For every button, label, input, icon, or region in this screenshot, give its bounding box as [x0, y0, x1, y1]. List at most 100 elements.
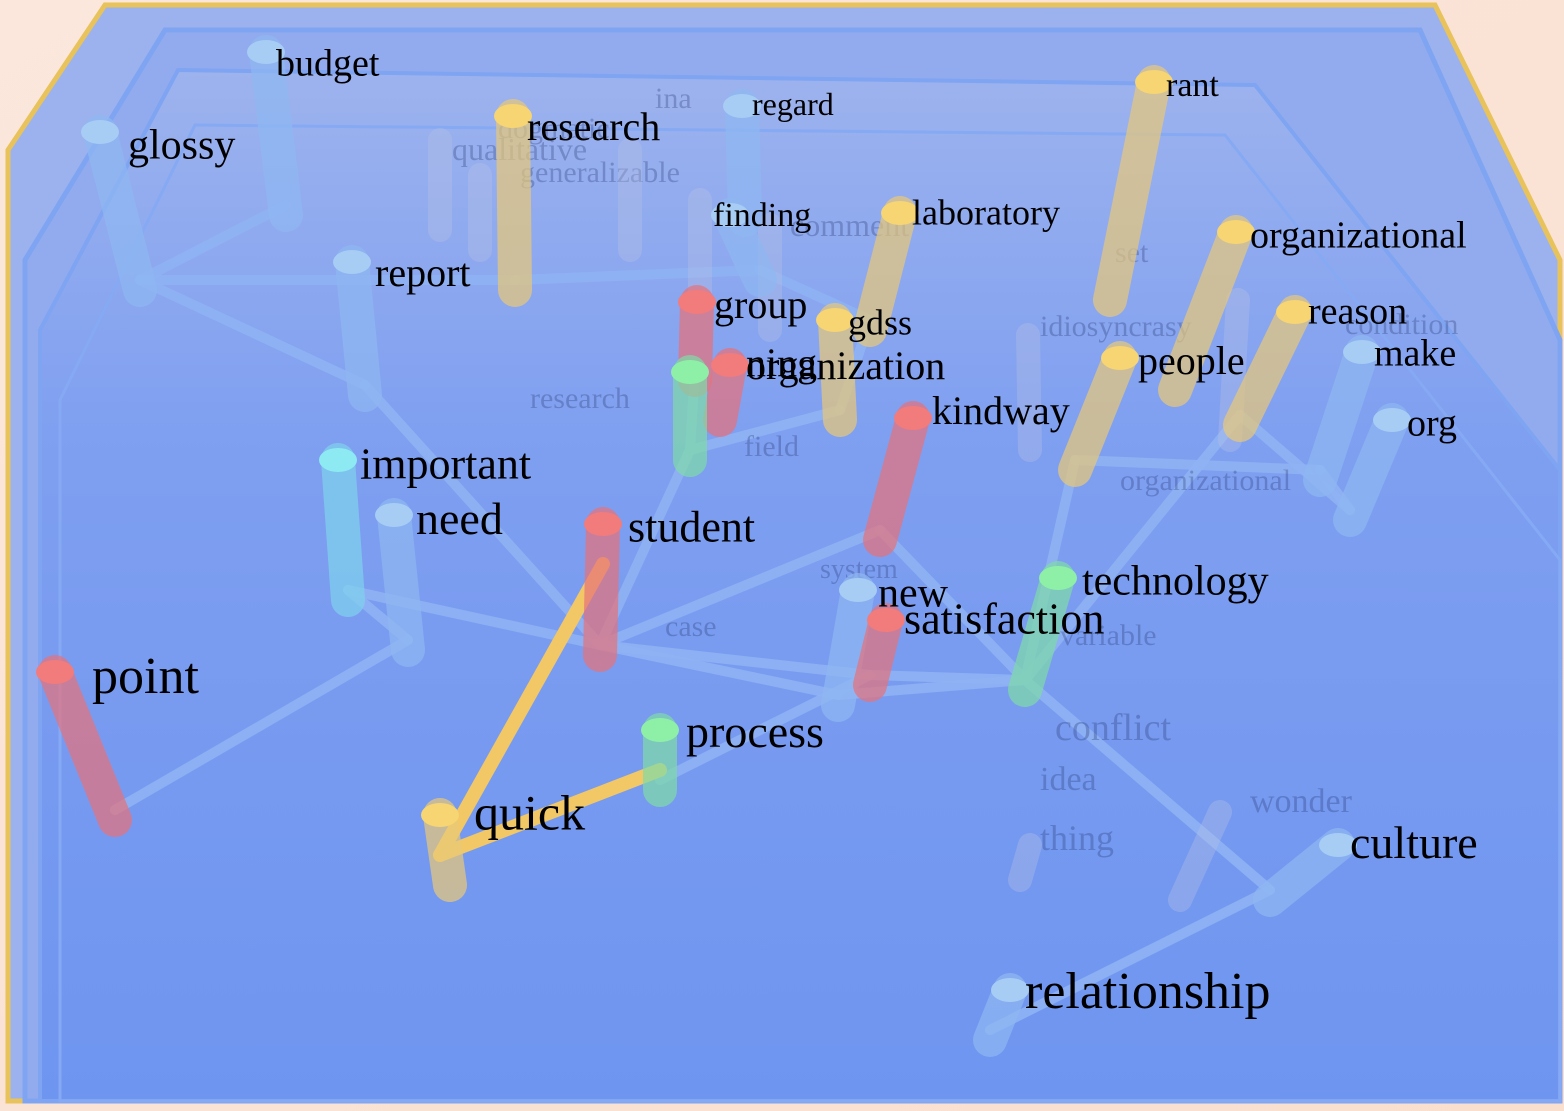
word-label: point	[92, 648, 199, 705]
node-need	[375, 498, 425, 667]
node-cap	[1319, 833, 1357, 857]
node-pillar	[249, 35, 303, 232]
node-cap	[1135, 70, 1173, 94]
node-glossy	[81, 115, 157, 307]
node-cap	[1276, 300, 1314, 324]
word-label: reason	[1308, 290, 1407, 332]
node-new	[821, 573, 877, 722]
node-technology	[1008, 561, 1077, 707]
node-pillar	[38, 655, 132, 837]
word-label: report	[375, 250, 471, 295]
faded-word-label: generalizable	[520, 156, 680, 189]
node-cap	[1101, 346, 1139, 370]
node-organizational	[1158, 215, 1255, 407]
node-important	[319, 443, 365, 617]
node-pillar	[83, 115, 157, 307]
node-relationship	[973, 973, 1029, 1057]
network-edge	[1020, 410, 1245, 685]
node-pillar	[1223, 295, 1312, 442]
node-cap	[1373, 408, 1411, 432]
word-label: important	[360, 439, 531, 488]
node-cap	[319, 448, 357, 472]
faded-word-label: organizational	[1120, 464, 1291, 497]
faded-word-label: idea	[1040, 761, 1097, 798]
node-cap	[584, 512, 622, 536]
node-pillar	[821, 573, 875, 722]
node-gdss	[816, 303, 857, 437]
node-cap	[81, 120, 119, 144]
faded-word-label: case	[665, 610, 717, 643]
node-pillar	[1008, 561, 1075, 707]
word-label: culture	[1350, 817, 1478, 868]
network-edge	[595, 640, 875, 680]
node-pillar	[1158, 215, 1253, 407]
network-edge	[135, 200, 291, 285]
node-cap	[816, 308, 854, 332]
node-point	[36, 655, 132, 837]
node-kindway	[863, 401, 932, 557]
node-culture	[1253, 828, 1357, 917]
faded-pillar	[1016, 323, 1042, 462]
node-cap	[1217, 220, 1255, 244]
node-cap	[1343, 340, 1381, 364]
word-label: people	[1138, 338, 1245, 383]
node-budget	[247, 35, 303, 232]
highlighted-edge	[433, 557, 610, 862]
node-cap	[678, 290, 716, 314]
network-edge	[1235, 410, 1355, 515]
word-label: glossy	[128, 123, 235, 169]
plane-frame-3	[58, 123, 1562, 1103]
node-cap	[711, 353, 749, 377]
node-pillar	[583, 507, 620, 672]
node-cap	[375, 503, 413, 527]
node-pillar	[1333, 403, 1409, 537]
node-student	[583, 507, 622, 672]
network-edge	[360, 380, 605, 650]
node-organization	[703, 348, 749, 437]
word-label: ning	[746, 340, 817, 385]
node-pillar	[1093, 65, 1171, 317]
node-quick	[421, 798, 467, 902]
node-regard	[723, 89, 762, 237]
node-cap	[421, 803, 459, 827]
network-edge	[875, 525, 1030, 685]
node-pillar	[377, 498, 425, 667]
node-cap	[494, 104, 532, 128]
word-label: group	[714, 282, 807, 327]
node-cap	[894, 406, 932, 430]
node-org	[1333, 403, 1411, 537]
word-label: organization	[746, 343, 945, 388]
network-edge	[110, 635, 413, 815]
node-report	[333, 245, 382, 412]
word-label: process	[686, 706, 824, 757]
node-pillar	[335, 245, 382, 412]
word-label: org	[1407, 402, 1457, 444]
word-label: research	[527, 104, 660, 149]
node-cap	[723, 94, 761, 118]
word-label: laboratory	[912, 193, 1060, 233]
node-process	[641, 713, 679, 807]
node-pillar	[1303, 335, 1379, 497]
network-edge	[685, 405, 845, 455]
word-label: quick	[474, 785, 585, 841]
network-edge	[510, 265, 765, 285]
faded-word-label: research	[530, 382, 630, 415]
network-edge	[985, 885, 1275, 1035]
faded-word-label: field	[744, 430, 799, 463]
word-label: student	[628, 502, 755, 551]
node-pillar	[1058, 341, 1137, 487]
network-edge	[755, 265, 875, 325]
word-label: new	[878, 571, 949, 617]
node-reason	[1223, 295, 1314, 442]
node-cap	[711, 203, 749, 227]
node-cap	[881, 201, 919, 225]
network-nodes	[36, 35, 1411, 1057]
faded-word-label: conflict	[1055, 707, 1172, 749]
node-ning	[671, 355, 709, 477]
node-cap	[839, 578, 877, 602]
word-label: finding	[713, 197, 811, 234]
word-label: budget	[276, 42, 380, 84]
